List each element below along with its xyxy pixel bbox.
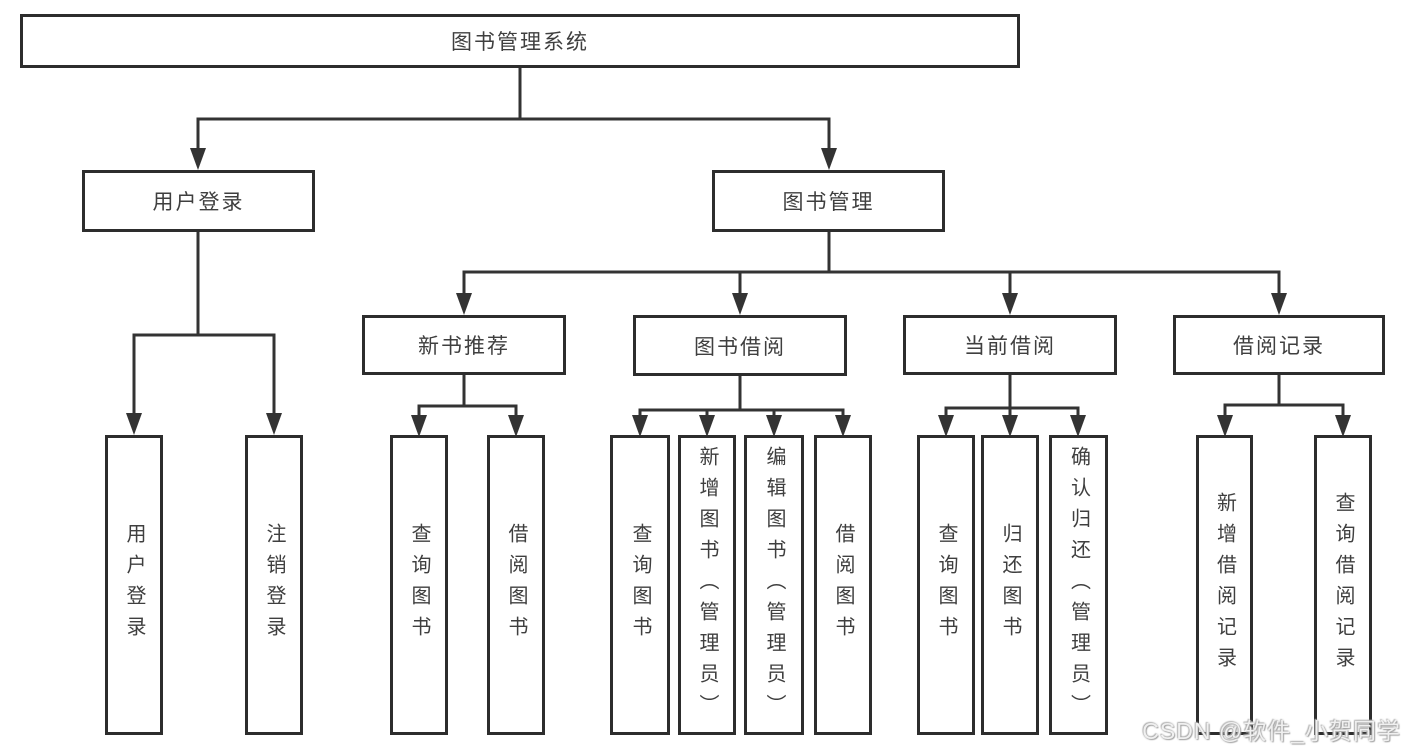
connector-book-borrow-to-leaves	[632, 376, 851, 437]
leaf-user-login: 用户登录	[105, 435, 163, 735]
connector-current-borrow-to-leaves	[938, 375, 1086, 437]
arrowhead-down	[1217, 415, 1233, 437]
leaf-label: 注销登录	[263, 523, 285, 647]
node-root: 图书管理系统	[20, 14, 1020, 68]
arrowhead-down	[456, 293, 472, 315]
arrowhead-down	[1271, 293, 1287, 315]
connector-new-book-rec-to-leaves	[411, 375, 524, 437]
leaf-label: 查询借阅记录	[1332, 492, 1354, 678]
leaf-query-books: 查询图书	[917, 435, 975, 735]
leaf-confirm-return-admin: 确认归还（管理员）	[1049, 435, 1108, 735]
leaf-label: 借阅图书	[832, 523, 854, 647]
leaf-label: 确认归还（管理员）	[1067, 445, 1090, 725]
arrowhead-down	[266, 413, 282, 435]
arrowhead-down	[821, 148, 837, 170]
arrowhead-down	[1335, 415, 1351, 437]
arrowhead-down	[732, 293, 748, 315]
leaf-query-books: 查询图书	[390, 435, 448, 735]
leaf-label: 编辑图书（管理员）	[763, 445, 785, 725]
arrowhead-down	[938, 415, 954, 437]
leaf-label: 用户登录	[123, 523, 145, 647]
arrowhead-down	[508, 415, 524, 437]
leaf-label: 新增借阅记录	[1213, 492, 1236, 678]
leaf-query-borrow-record: 查询借阅记录	[1314, 435, 1372, 735]
node-book-borrow: 图书借阅	[633, 315, 847, 376]
leaf-borrow-books: 借阅图书	[487, 435, 545, 735]
node-new-book-rec: 新书推荐	[362, 315, 566, 375]
connector-root-to-level2	[190, 68, 837, 170]
leaf-borrow-books: 借阅图书	[814, 435, 872, 735]
leaf-label: 借阅图书	[505, 523, 527, 647]
leaf-label: 新增图书（管理员）	[696, 445, 718, 725]
leaf-add-books-admin: 新增图书（管理员）	[678, 435, 736, 735]
arrowhead-down	[411, 415, 427, 437]
leaf-label: 查询图书	[408, 523, 430, 647]
node-borrow-records: 借阅记录	[1173, 315, 1385, 375]
arrowhead-down	[190, 148, 206, 170]
node-current-borrow: 当前借阅	[903, 315, 1117, 375]
arrowhead-down	[1002, 293, 1018, 315]
connector-book-mgmt-to-level3	[456, 232, 1287, 315]
leaf-label: 查询图书	[935, 523, 957, 647]
arrowhead-down	[126, 413, 142, 435]
arrowhead-down	[766, 415, 782, 437]
leaf-logout: 注销登录	[245, 435, 303, 735]
leaf-return-books: 归还图书	[981, 435, 1039, 735]
leaf-edit-books-admin: 编辑图书（管理员）	[744, 435, 804, 735]
watermark: CSDN @软件_小贺同学	[1142, 718, 1401, 744]
leaf-label: 查询图书	[629, 523, 651, 647]
connector-user-login-to-leaves	[126, 232, 282, 435]
connector-borrow-records-to-leaves	[1217, 375, 1351, 437]
node-book-mgmt: 图书管理	[712, 170, 945, 232]
leaf-add-borrow-record: 新增借阅记录	[1196, 435, 1253, 735]
leaf-query-books: 查询图书	[610, 435, 670, 735]
arrowhead-down	[632, 415, 648, 437]
arrowhead-down	[835, 415, 851, 437]
node-user-login: 用户登录	[82, 170, 315, 232]
arrowhead-down	[1070, 415, 1086, 437]
arrowhead-down	[1002, 415, 1018, 437]
arrowhead-down	[699, 415, 715, 437]
leaf-label: 归还图书	[999, 523, 1021, 647]
